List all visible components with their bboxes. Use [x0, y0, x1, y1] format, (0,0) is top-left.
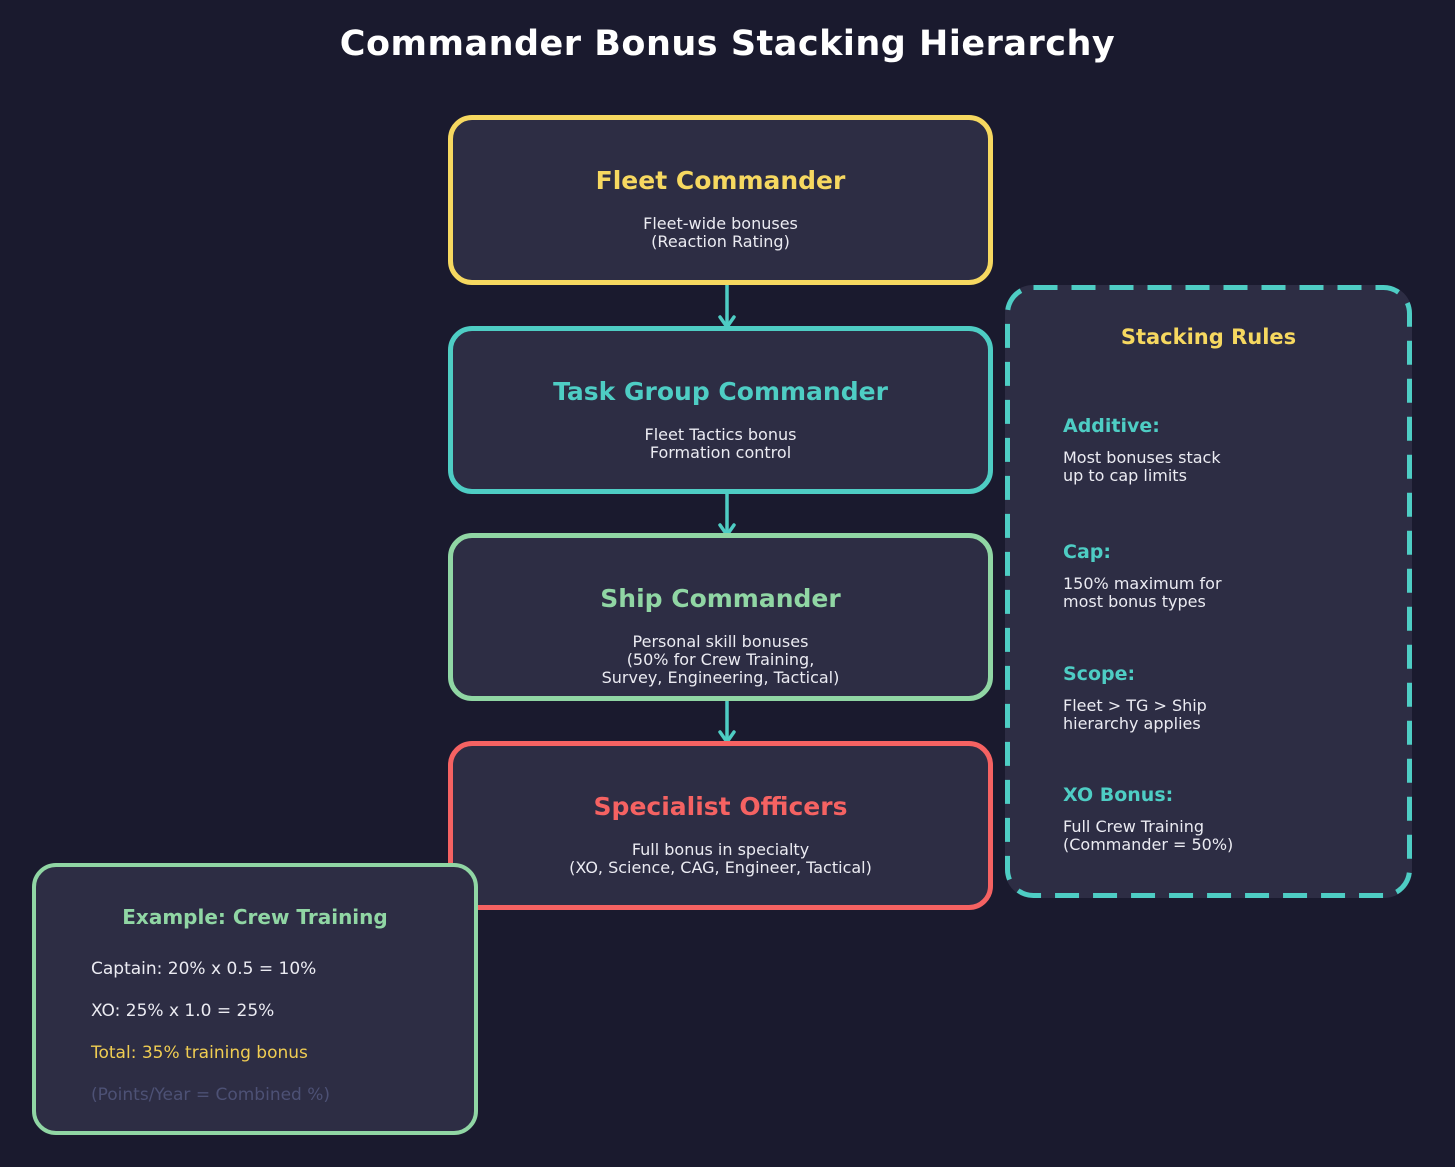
flow-box-subtitle: Personal skill bonuses (50% for Crew Tra… — [601, 632, 840, 687]
rules-section-xo-bonus: XO Bonus: Full Crew Training (Commander … — [1063, 784, 1382, 854]
stacking-rules-panel: Stacking Rules Additive: Most bonuses st… — [1005, 285, 1412, 898]
rules-section-body: Fleet > TG > Ship hierarchy applies — [1063, 695, 1207, 733]
example-lines: Captain: 20% x 0.5 = 10% XO: 25% x 1.0 =… — [91, 959, 454, 1105]
flow-box-title: Fleet Commander — [595, 166, 846, 195]
rules-section-body: Full Crew Training (Commander = 50%) — [1063, 817, 1234, 855]
page-title: Commander Bonus Stacking Hierarchy — [339, 24, 1116, 64]
flow-box-subtitle: Full bonus in specialty (XO, Science, CA… — [569, 840, 872, 877]
rules-section-scope: Scope: Fleet > TG > Ship hierarchy appli… — [1063, 663, 1382, 733]
flow-box-title: Ship Commander — [600, 584, 841, 613]
example-line-xo: XO: 25% x 1.0 = 25% — [91, 1001, 275, 1021]
example-line-total: Total: 35% training bonus — [91, 1043, 308, 1063]
arrow-down-icon — [718, 700, 736, 744]
rules-section-heading: XO Bonus: — [1063, 784, 1174, 807]
example-panel-title: Example: Crew Training — [122, 905, 388, 929]
rules-section-heading: Cap: — [1063, 540, 1111, 563]
rules-section-body: 150% maximum for most bonus types — [1063, 573, 1222, 611]
rules-section-heading: Scope: — [1063, 662, 1136, 685]
rules-panel-title: Stacking Rules — [1120, 325, 1297, 349]
flow-box-title: Specialist Officers — [593, 792, 848, 821]
flow-box-specialist-officers: Specialist Officers Full bonus in specia… — [448, 741, 993, 910]
rules-section-additive: Additive: Most bonuses stack up to cap l… — [1063, 415, 1382, 485]
flow-box-task-group-commander: Task Group Commander Fleet Tactics bonus… — [448, 326, 993, 494]
flow-box-title: Task Group Commander — [553, 377, 888, 406]
rules-section-body: Most bonuses stack up to cap limits — [1063, 448, 1221, 485]
flow-box-subtitle: Fleet Tactics bonus Formation control — [644, 425, 797, 462]
example-crew-training-panel: Example: Crew Training Captain: 20% x 0.… — [32, 863, 478, 1135]
arrow-down-icon — [718, 285, 736, 329]
flow-box-fleet-commander: Fleet Commander Fleet-wide bonuses (Reac… — [448, 115, 993, 285]
flow-box-subtitle: Fleet-wide bonuses (Reaction Rating) — [643, 214, 798, 251]
rules-section-heading: Additive: — [1063, 415, 1160, 437]
example-line-captain: Captain: 20% x 0.5 = 10% — [91, 959, 317, 979]
flow-box-ship-commander: Ship Commander Personal skill bonuses (5… — [448, 533, 993, 701]
example-line-note: (Points/Year = Combined %) — [91, 1085, 331, 1105]
rules-section-cap: Cap: 150% maximum for most bonus types — [1063, 541, 1382, 611]
